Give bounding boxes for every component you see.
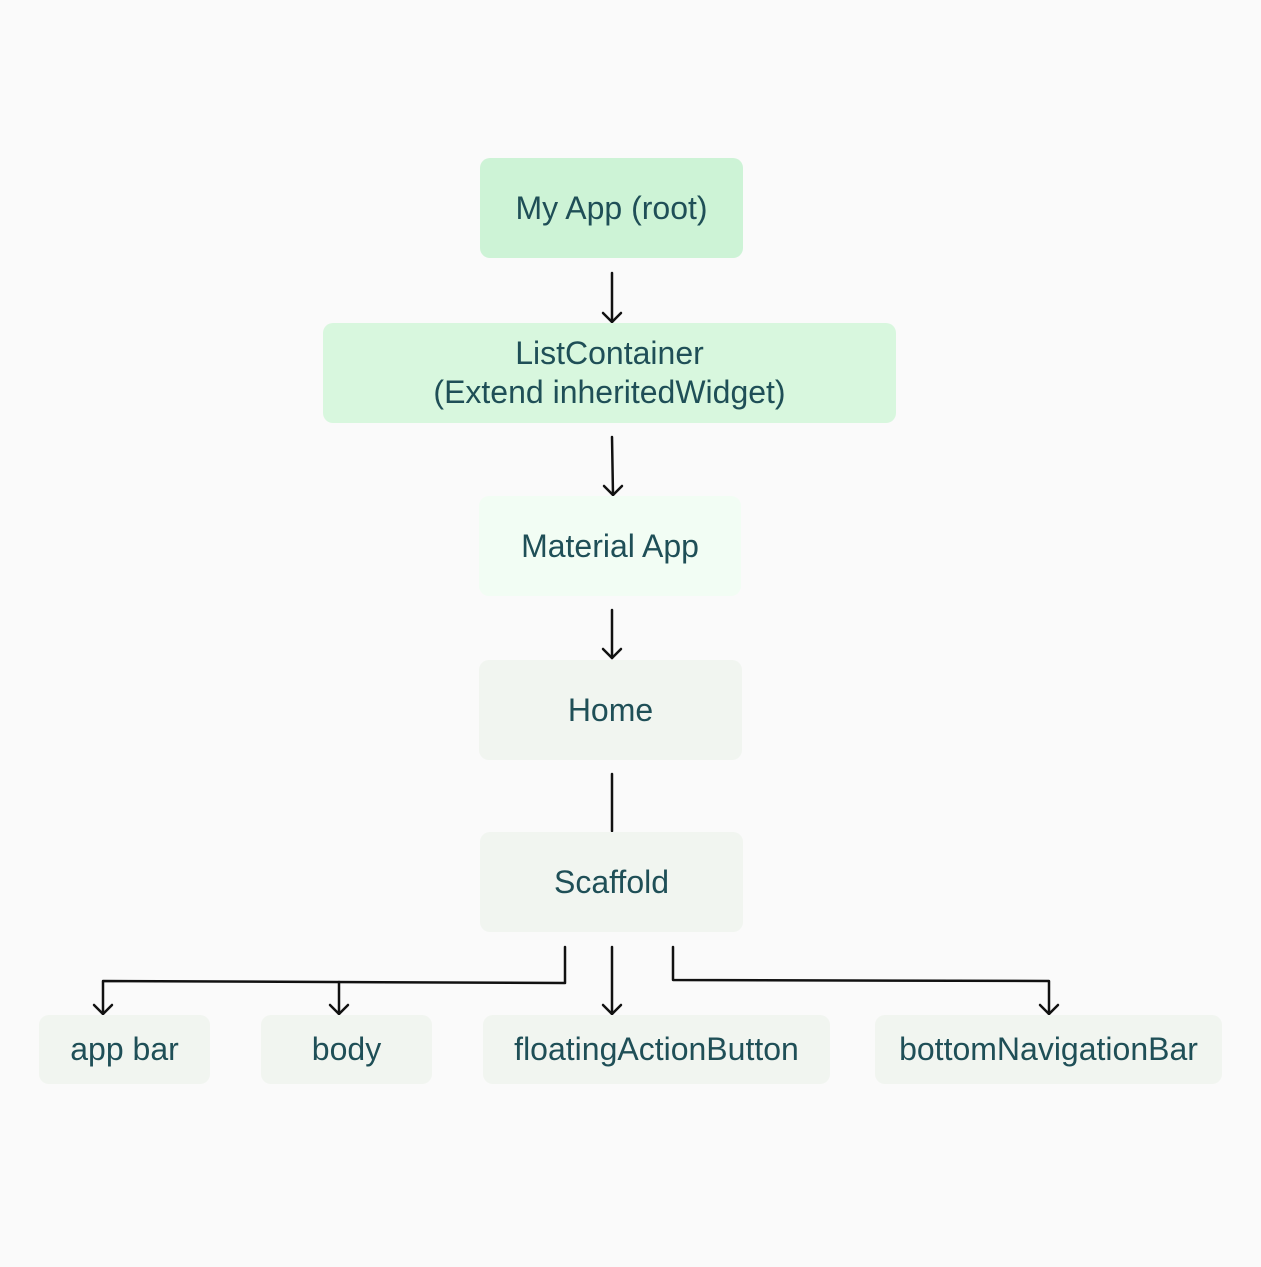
node-label: Scaffold <box>553 863 670 900</box>
node-label: app bar <box>70 1031 179 1067</box>
node-label: Material App <box>521 527 699 564</box>
node-label: bottomNavigationBar <box>899 1031 1198 1067</box>
edge-materialapp-to-home <box>601 608 623 660</box>
node-floating-action-button[interactable]: floatingActionButton <box>483 1015 830 1084</box>
node-body[interactable]: body <box>261 1015 432 1084</box>
edge-scaffold-to-bottomnav <box>671 945 1060 1016</box>
node-label: Home <box>567 691 654 728</box>
node-label: My App (root) <box>515 189 708 226</box>
node-home[interactable]: Home <box>479 660 742 760</box>
node-label: ListContainer <box>515 335 704 371</box>
edge-scaffold-to-appbar-and-body <box>92 945 567 1016</box>
node-sublabel: (Extend inheritedWidget) <box>433 374 786 410</box>
node-bottom-navigation-bar[interactable]: bottomNavigationBar <box>875 1015 1222 1084</box>
node-label: body <box>311 1031 382 1067</box>
node-material-app[interactable]: Material App <box>479 496 741 596</box>
edge-listcontainer-to-materialapp <box>602 435 624 497</box>
node-my-app-root[interactable]: My App (root) <box>480 158 743 258</box>
node-label: floatingActionButton <box>514 1031 799 1067</box>
edge-scaffold-to-fab <box>601 945 623 1016</box>
node-app-bar[interactable]: app bar <box>39 1015 210 1084</box>
node-scaffold[interactable]: Scaffold <box>480 832 743 932</box>
node-list-container[interactable]: ListContainer (Extend inheritedWidget) <box>323 323 896 423</box>
edge-root-to-listcontainer <box>601 271 623 324</box>
